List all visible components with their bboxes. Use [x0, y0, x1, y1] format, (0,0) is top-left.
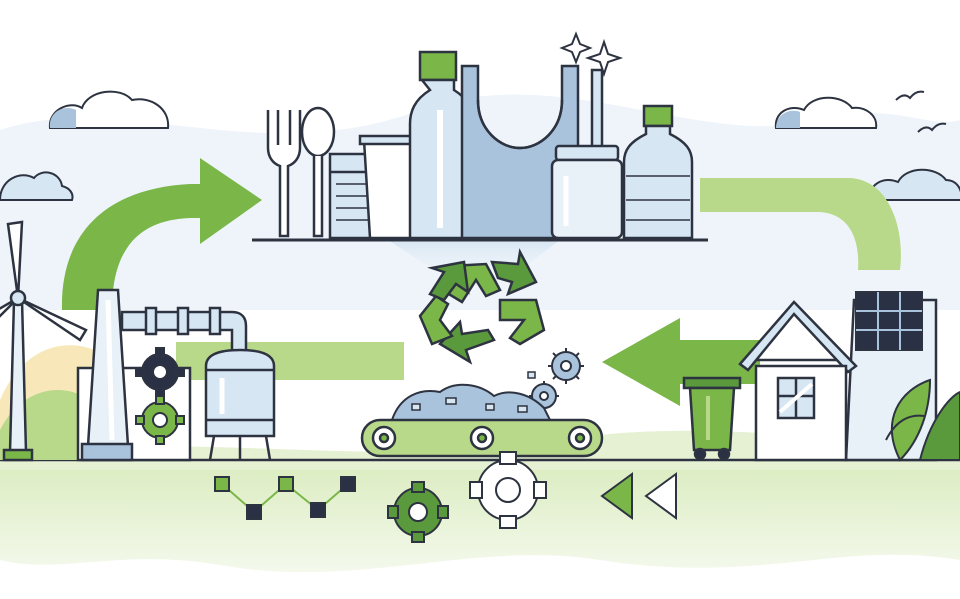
pipes	[120, 306, 248, 358]
jar-icon	[550, 144, 624, 240]
cloud-icon	[0, 171, 74, 201]
sparkle-icon	[559, 31, 593, 65]
ground	[0, 455, 960, 573]
arrow-left-icon	[700, 178, 901, 270]
bird-icon	[917, 122, 947, 133]
bottle-icon	[622, 104, 694, 240]
rubble-chunks	[411, 371, 536, 413]
gear-icon	[387, 481, 449, 543]
cloud-icon	[868, 168, 960, 201]
recycle-icon	[418, 248, 546, 365]
plant-icon	[885, 378, 960, 462]
conveyor-belt-icon	[360, 418, 604, 458]
cloud-icon	[48, 90, 170, 129]
fork-icon	[266, 110, 302, 238]
gear-icon	[469, 451, 547, 529]
trash-bin-icon	[682, 376, 742, 461]
chevron-left-icon	[600, 472, 677, 520]
gear-icon	[135, 395, 185, 445]
cloud-icon	[774, 96, 878, 129]
rubble-pile	[390, 383, 552, 421]
gear-icon	[135, 347, 185, 397]
wind-turbine-icon	[0, 220, 88, 462]
network-nodes	[214, 476, 356, 520]
solar-panel-icon	[855, 291, 923, 351]
spoon-icon	[300, 106, 336, 238]
storage-tank-icon	[204, 348, 276, 461]
bird-icon	[895, 90, 925, 101]
arrow-right-icon	[61, 158, 262, 310]
sparkle-icon	[584, 38, 624, 78]
gear-icon	[548, 348, 584, 384]
